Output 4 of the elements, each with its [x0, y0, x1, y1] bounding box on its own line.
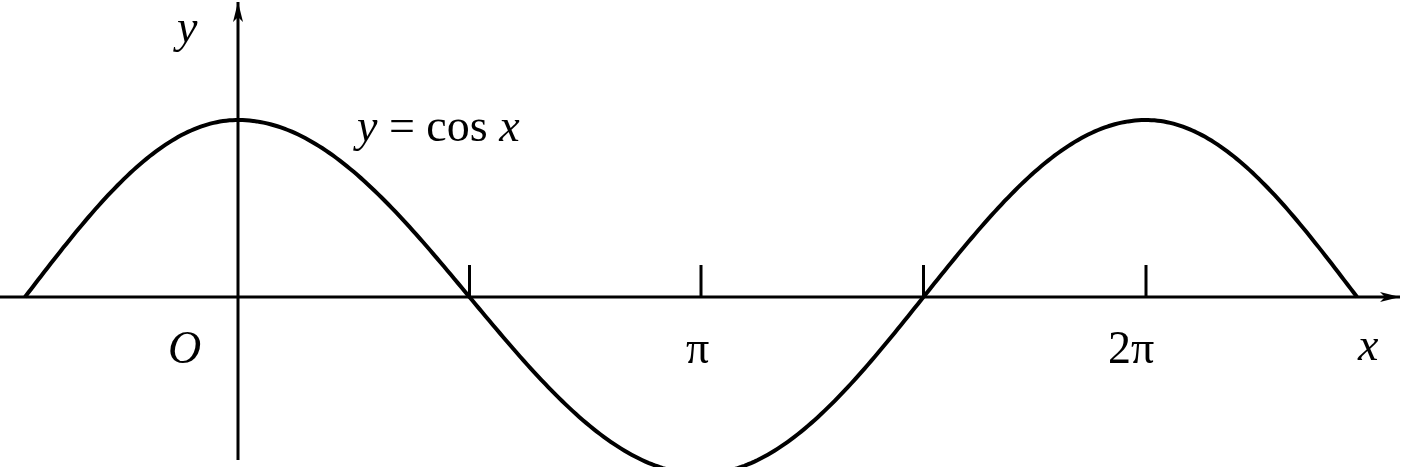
tick-label: 2π	[1108, 325, 1155, 371]
axis-label: x	[1358, 322, 1379, 368]
tick-label: π	[686, 325, 710, 371]
origin-label: O	[168, 325, 202, 371]
